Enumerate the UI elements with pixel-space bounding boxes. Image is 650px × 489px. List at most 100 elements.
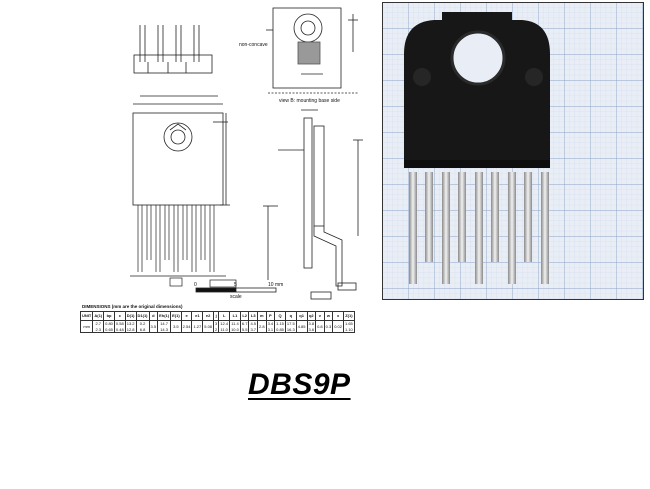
top-view-pins	[133, 25, 213, 74]
dimension-max: 3.5	[173, 323, 179, 329]
column-header: Z(1)	[343, 311, 355, 321]
column-header: q	[284, 311, 297, 321]
dimension-max: 12.4	[220, 321, 229, 326]
dimension-max: 17.5	[286, 321, 295, 326]
dimension-max: 1.65	[345, 321, 353, 326]
column-header: q1	[295, 311, 308, 321]
dimension-min: 3.7	[250, 326, 256, 332]
dimension-max: 1.27	[193, 323, 202, 329]
dimensions-table: DIMENSIONS (mm are the original dimensio…	[79, 304, 420, 350]
dimension-max: 2.8	[259, 323, 265, 329]
dimension-min: 5.5	[241, 326, 248, 332]
dimension-max: 3	[215, 321, 218, 326]
dimension-cell: 1.27	[191, 320, 204, 333]
ic-pins	[409, 172, 549, 284]
dimension-cell: 3.5	[148, 320, 159, 333]
dimension-max: 0.58	[115, 321, 124, 326]
scale-word: scale	[230, 294, 242, 300]
dimension-max: 3.4	[267, 321, 274, 326]
ic-body	[404, 12, 550, 168]
part-title: DBS9P	[248, 368, 351, 401]
column-header: L2	[239, 311, 250, 321]
dimension-min: 0.48	[115, 326, 124, 332]
dimension-max: 14.7	[160, 321, 168, 326]
dimension-cell: 2.8	[257, 320, 267, 333]
column-header: c	[113, 311, 126, 321]
column-header: w	[323, 311, 334, 321]
front-view-pins	[130, 205, 237, 288]
view-b-caption: view B: mounting base side	[279, 98, 340, 104]
dimension-min: 0.65	[105, 326, 113, 332]
column-header: x	[332, 311, 344, 321]
dimension-min: 14.3	[160, 326, 168, 332]
dimension-cell: 2.54	[180, 320, 193, 333]
column-header: Q	[274, 311, 286, 321]
dimension-max: 0.2	[139, 321, 146, 326]
column-header: D1(1)	[135, 311, 150, 321]
dimension-max: 3.5	[150, 323, 157, 329]
front-view	[132, 95, 230, 206]
column-header: v	[315, 311, 325, 321]
dimension-max: 2.7	[95, 321, 102, 326]
dimension-cell: 4.85	[295, 320, 308, 333]
scale-tick-0: 0	[194, 282, 197, 288]
dimension-cell: 0.02	[332, 320, 344, 333]
dimension-max: 13.2	[126, 321, 135, 326]
column-header: d	[148, 311, 159, 321]
scale-tick-10: 10 mm	[268, 282, 283, 288]
dimension-max: 1.15	[276, 321, 284, 326]
column-header: E(1)	[170, 311, 182, 321]
side-view	[263, 109, 363, 300]
column-header: D(1)	[124, 311, 137, 321]
dimension-min: 16.3	[286, 326, 295, 332]
unit-cell: mm	[79, 320, 94, 333]
dimension-min: 2.3	[95, 326, 102, 332]
column-header: P	[265, 311, 276, 321]
dimension-max: 2.54	[182, 323, 191, 329]
column-header: L	[218, 311, 231, 321]
dimension-max: 0.80	[105, 321, 113, 326]
package-outline-drawing: non-concave view B: mounting base side 0…	[130, 7, 363, 300]
dimension-cell: 0.8	[315, 320, 325, 333]
dimension-max: 0.02	[334, 323, 342, 329]
column-header: e1	[191, 311, 204, 321]
package-photo	[382, 2, 644, 300]
column-header: Eh(1)	[157, 311, 172, 321]
dimension-min: 2	[215, 326, 218, 332]
dimension-max: 4.5	[250, 321, 256, 326]
dimension-min: 11.0	[220, 326, 228, 332]
dimension-min: 3.6	[308, 326, 315, 332]
dimension-cell: 5.08	[202, 320, 215, 333]
dimension-min: 1.10	[345, 326, 353, 332]
view-b-mounting-base	[266, 7, 358, 94]
column-header: A(1)	[92, 311, 105, 321]
dimension-max: 0.8	[317, 323, 323, 329]
dimension-min: 0.85	[276, 326, 284, 332]
column-header: e	[180, 311, 193, 321]
dimension-min: 6.8	[139, 326, 146, 332]
column-header: q2	[306, 311, 317, 321]
non-concave-label: non-concave	[239, 42, 268, 48]
column-header: L3	[248, 311, 258, 321]
dimension-cell: 0.3	[323, 320, 334, 333]
dimension-max: 5.08	[204, 323, 213, 329]
dimension-max: 0.3	[325, 323, 332, 329]
dimension-min: 12.8	[126, 326, 135, 332]
dimension-max: 4.85	[297, 323, 306, 329]
